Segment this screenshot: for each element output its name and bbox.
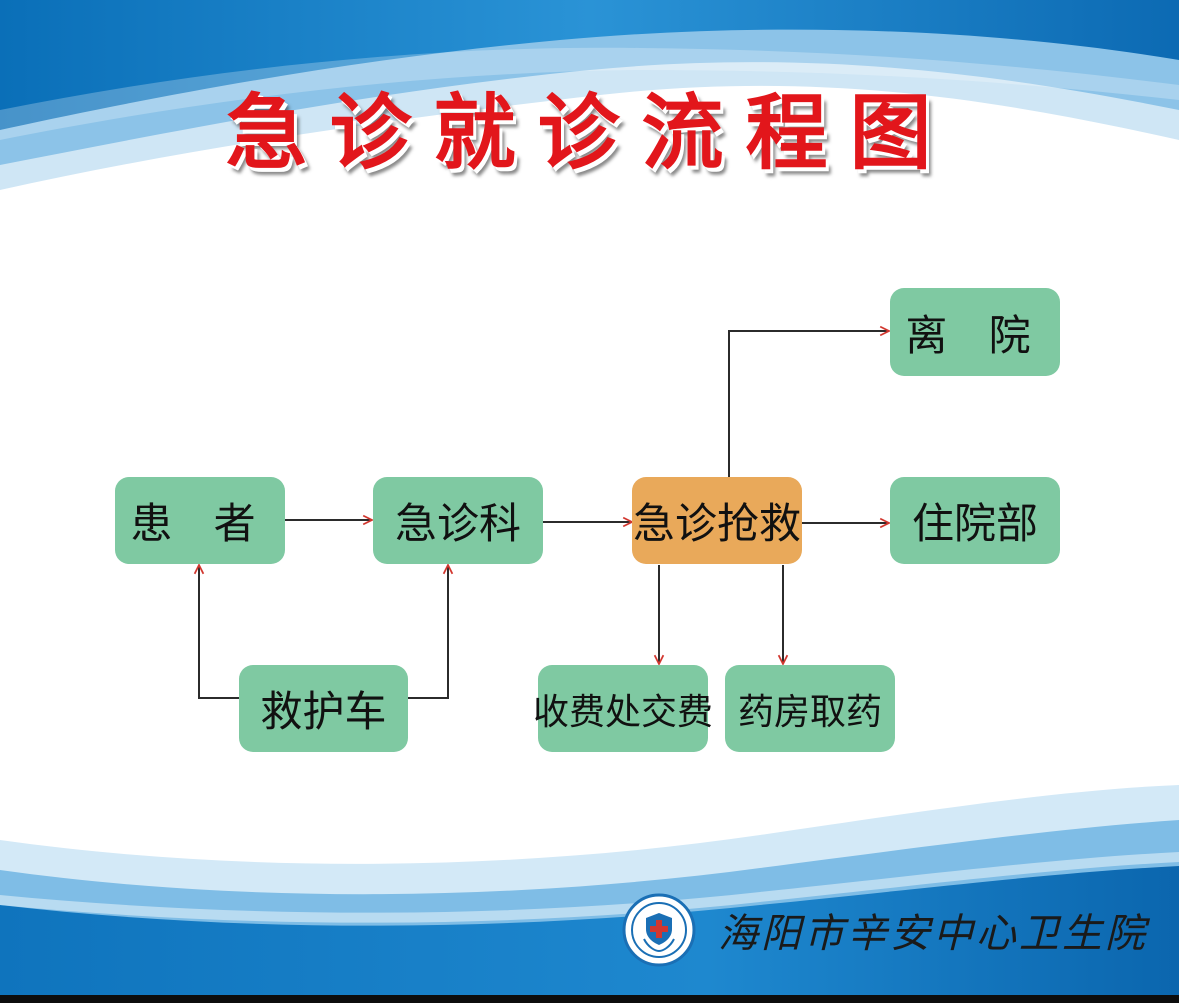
top-wave-front (0, 0, 1179, 130)
top-wave-sheen (0, 47, 1179, 140)
link-ambulance-to-emergency-dept (408, 565, 448, 699)
bottom-wave-sheen (0, 852, 1179, 923)
bottom-edge-bar (0, 995, 1179, 1003)
hospital-logo-icon (622, 893, 696, 967)
node-inpatient: 住院部 (890, 477, 1060, 564)
bottom-wave-front (0, 866, 1179, 1003)
node-pharmacy: 药房取药 (725, 665, 895, 752)
node-patient: 患 者 (115, 477, 285, 564)
node-discharge: 离 院 (890, 288, 1060, 376)
footer-hospital: 海阳市辛安中心卫生院 (622, 890, 1148, 970)
link-ambulance-to-patient (199, 565, 239, 699)
hospital-name: 海阳市辛安中心卫生院 (718, 911, 1148, 957)
node-emergency-rescue: 急诊抢救 (632, 477, 802, 564)
node-ambulance: 救护车 (239, 665, 408, 752)
node-emergency-dept: 急诊科 (373, 477, 543, 564)
page-title: 急诊就诊流程图 (225, 85, 954, 181)
node-payment: 收费处交费 (533, 665, 713, 752)
link-rescue-to-discharge (728, 331, 889, 477)
